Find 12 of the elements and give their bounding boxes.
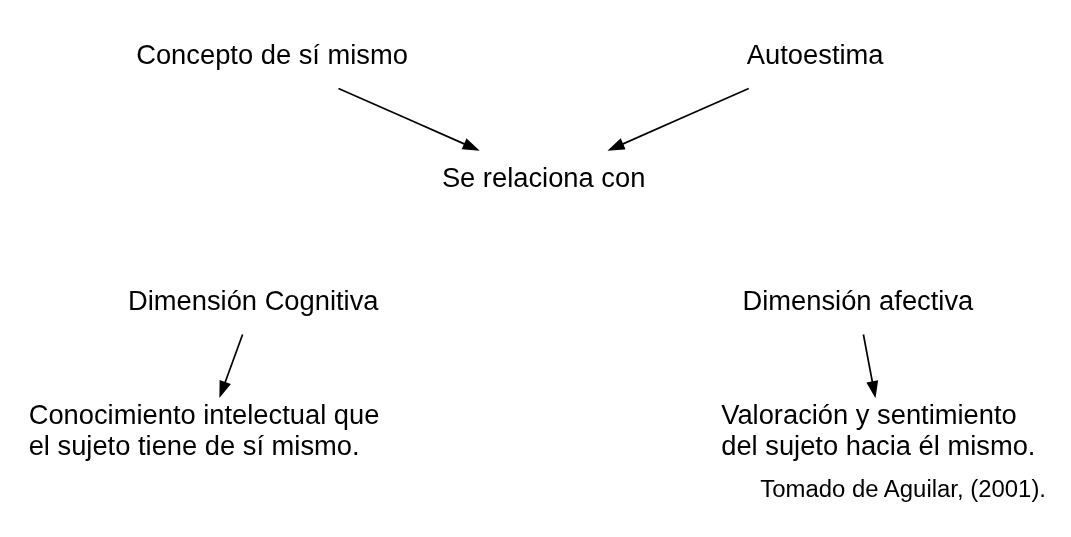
node-text: Autoestima [746,39,884,71]
arrow [337,87,480,151]
arrow [219,333,244,399]
arrow [862,333,879,399]
caption: Tomado de Aguilar, (2001). [760,474,1046,502]
node-text: Dimensión afectiva [742,285,974,316]
node-text: Concepto de sí mismo [136,39,408,71]
node-text: Dimensión Cognitiva [128,285,379,316]
arrow [607,87,750,151]
node-text: Valoración y sentimiento del sujeto hacia él mismo. [721,399,1036,462]
node-text: Conocimiento intelectual que el sujeto tiene de sí mismo. [28,399,380,462]
node-text: Se relaciona con [441,162,646,194]
